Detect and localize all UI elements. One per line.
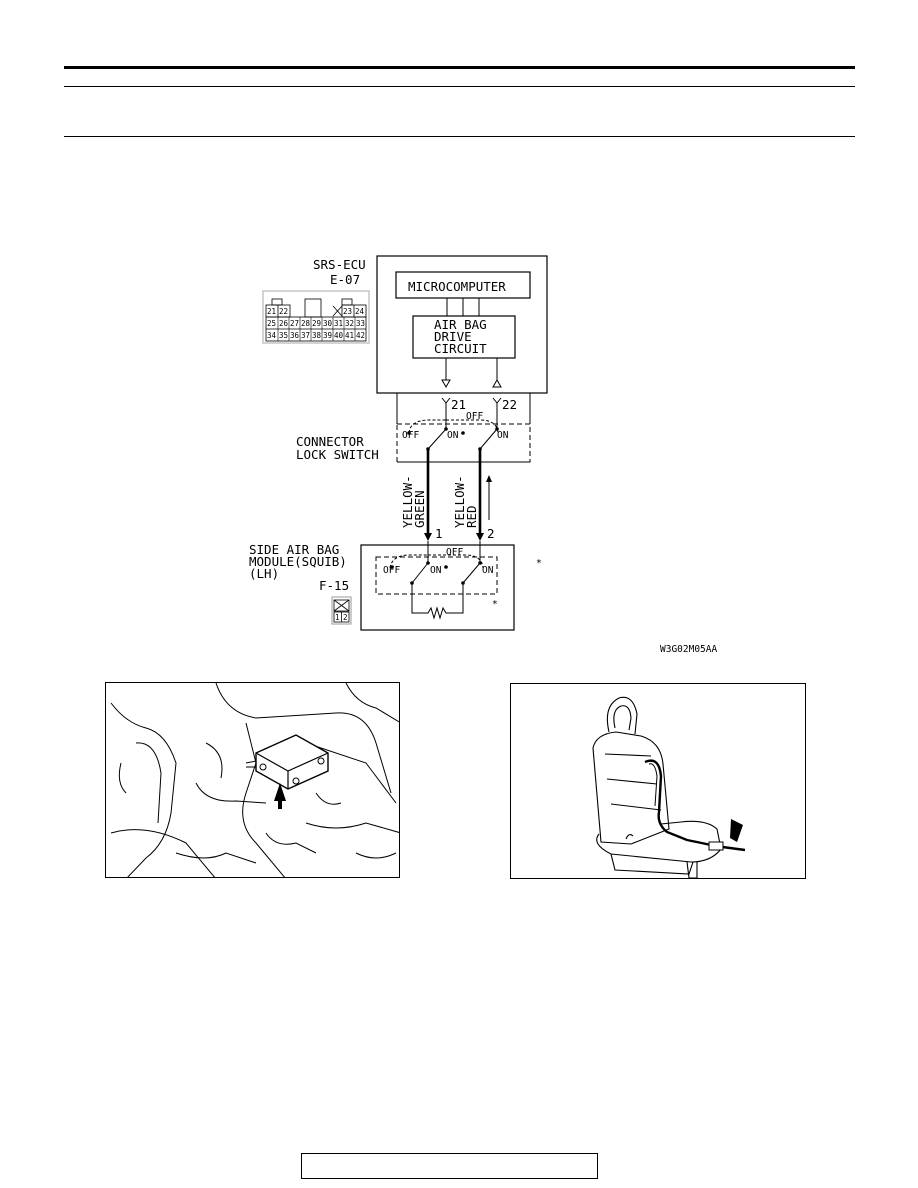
- ecu-location-drawing: [110, 683, 399, 877]
- figure-code: W3G02M05AA: [660, 644, 717, 655]
- ecu-name: SRS-ECU: [313, 257, 366, 272]
- module-switch-area: [375, 556, 498, 595]
- module-connector-id: F-15: [319, 578, 349, 593]
- svg-text:32: 32: [345, 319, 354, 328]
- svg-text:21: 21: [267, 307, 276, 316]
- wire-label-1a: YELLOW-: [400, 475, 415, 528]
- ecu-box: [376, 255, 548, 394]
- svg-text:OFF: OFF: [383, 565, 400, 576]
- pointer-arrow-icon: [730, 819, 743, 842]
- squib-resistor: [411, 583, 464, 620]
- svg-text:OFF: OFF: [466, 411, 483, 422]
- header-rule-bottom: [64, 136, 855, 137]
- drive-circuit-label-1: AIR BAG: [434, 317, 487, 332]
- module-box: [360, 544, 515, 631]
- terminal-21: 21: [451, 397, 466, 412]
- svg-text:42: 42: [356, 331, 365, 340]
- svg-text:ON: ON: [497, 430, 509, 441]
- svg-text:24: 24: [355, 307, 365, 316]
- output-arrow-22: [492, 378, 502, 388]
- wire-label-2a: YELLOW-: [452, 475, 467, 528]
- svg-text:ON: ON: [430, 565, 442, 576]
- svg-text:23: 23: [343, 307, 352, 316]
- lock-switch-label-1: CONNECTOR: [296, 434, 364, 449]
- terminal-1: 1: [435, 526, 443, 541]
- ecu-connector-face: 21 22 23 24 25 26 27 28 29 30 31 32 33 3…: [262, 290, 370, 344]
- svg-text:30: 30: [323, 319, 333, 328]
- svg-text:40: 40: [334, 331, 344, 340]
- svg-text:31: 31: [334, 319, 343, 328]
- asterisk-note-1: *: [536, 558, 542, 569]
- seat-connector-illustration: [510, 683, 806, 879]
- module-connector-face: 1 2: [331, 596, 352, 625]
- svg-text:28: 28: [301, 319, 311, 328]
- pointer-arrow-icon: [274, 783, 286, 809]
- drive-circuit-block: [412, 315, 516, 359]
- drive-circuit-label-2: DRIVE: [434, 329, 472, 344]
- seat-drawing: [592, 696, 746, 878]
- svg-text:ON: ON: [482, 565, 494, 576]
- ecu-unit-icon: [245, 734, 329, 790]
- svg-text:33: 33: [356, 319, 365, 328]
- svg-text:ON: ON: [447, 430, 459, 441]
- svg-text:35: 35: [279, 331, 288, 340]
- svg-text:2: 2: [343, 613, 348, 622]
- terminal-2: 2: [487, 526, 495, 541]
- svg-text:OFF: OFF: [402, 430, 419, 441]
- ecu-location-illustration: [105, 682, 400, 878]
- svg-text:22: 22: [279, 307, 288, 316]
- microcomputer-label: MICROCOMPUTER: [408, 279, 506, 294]
- svg-text:41: 41: [345, 331, 354, 340]
- module-label-3: (LH): [249, 566, 279, 581]
- seat-airbag-harness: [644, 759, 746, 852]
- svg-text:1: 1: [335, 613, 340, 622]
- footer-page-box: [301, 1153, 598, 1179]
- svg-text:38: 38: [312, 331, 322, 340]
- svg-text:36: 36: [290, 331, 300, 340]
- wire-label-2b: RED: [464, 505, 479, 528]
- header-rule-mid: [64, 86, 855, 87]
- svg-text:34: 34: [267, 331, 277, 340]
- svg-text:25: 25: [267, 319, 276, 328]
- output-arrow-21: [441, 379, 451, 389]
- svg-text:39: 39: [323, 331, 332, 340]
- terminal-22: 22: [502, 397, 517, 412]
- module-label-2: MODULE(SQUIB): [249, 554, 347, 569]
- ecu-connector-id: E-07: [330, 272, 360, 287]
- wire-label-1b: GREEN: [412, 490, 427, 528]
- lock-switch-area: [396, 423, 531, 463]
- svg-text:29: 29: [312, 319, 321, 328]
- drive-circuit-label-3: CIRCUIT: [434, 341, 487, 356]
- svg-text:37: 37: [301, 331, 310, 340]
- asterisk-note-2: *: [492, 599, 498, 610]
- module-label-1: SIDE AIR BAG: [249, 542, 339, 557]
- svg-text:26: 26: [279, 319, 289, 328]
- circuit-diagram: SRS-ECU E-07 21 22 23 24 25 26 27 28 29 …: [249, 255, 717, 655]
- header-rule-top: [64, 66, 855, 69]
- svg-text:27: 27: [290, 319, 299, 328]
- lock-switch-label-2: LOCK SWITCH: [296, 447, 379, 462]
- svg-text:OFF: OFF: [446, 547, 463, 558]
